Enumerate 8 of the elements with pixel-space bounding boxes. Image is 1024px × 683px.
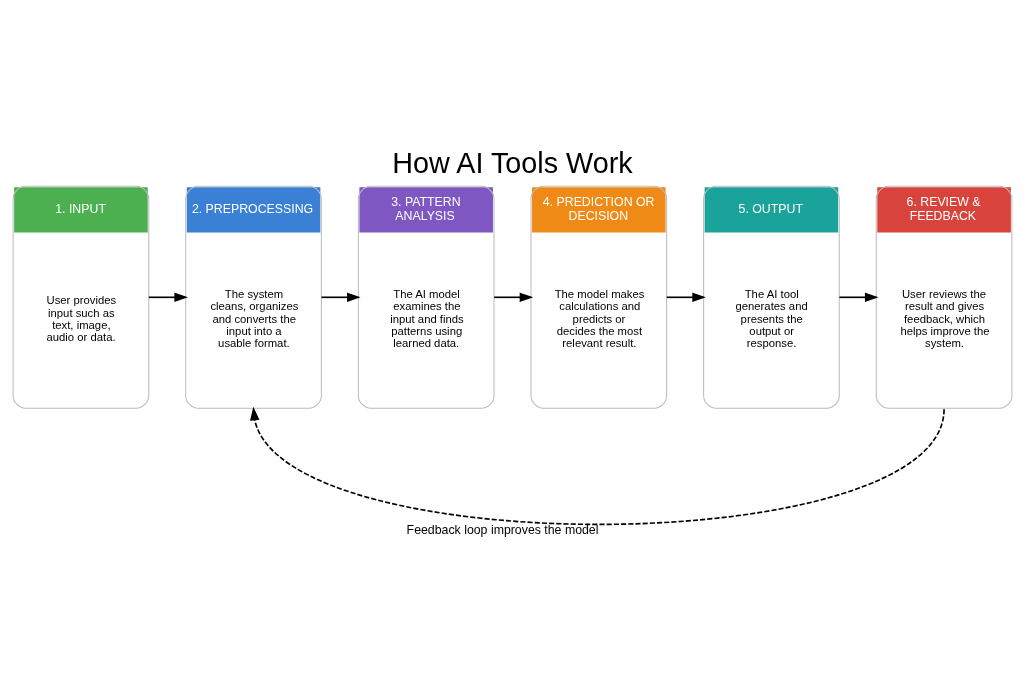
arrow [665,292,706,302]
edge-label: Feedback loop improves the model [406,522,598,537]
arrow [249,406,945,525]
arrow [492,292,533,302]
arrow [838,292,878,302]
diagram-title: How AI Tools Work [391,146,633,179]
arrow [320,292,361,302]
arrow [147,292,188,302]
